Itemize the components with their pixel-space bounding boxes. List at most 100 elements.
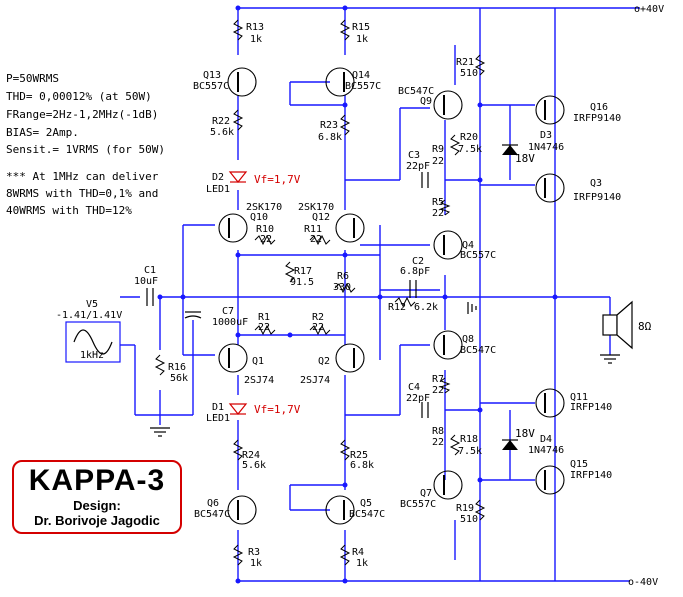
resistor-symbols [154, 19, 486, 566]
transistor-part: BC547C [460, 345, 496, 356]
resistor-value: 330 [333, 282, 351, 293]
resistor-value: 91.5 [290, 277, 314, 288]
diode-part: LED1 [206, 184, 230, 195]
source-value: -1.41/1.41V [56, 310, 122, 321]
brand-box: KAPPA-3 Design: Dr. Borivoje Jagodic [12, 460, 182, 534]
note-line: *** At 1MHz can deliver [6, 170, 159, 183]
spec-line: P=50WRMS [6, 72, 59, 85]
transistor-part: BC557C [193, 81, 229, 92]
signal-source-v5 [65, 321, 121, 363]
transistor-ref: Q15 [570, 459, 588, 470]
diode-part: 1N4746 [528, 142, 564, 153]
diode-vz: 18V [515, 427, 535, 440]
resistor-value: 6.8k [318, 132, 342, 143]
resistor-value: 22 [432, 156, 444, 167]
resistor-ref: R18 [460, 434, 478, 445]
resistor-value: 7.5k [458, 144, 482, 155]
resistor-ref: R3 [248, 547, 260, 558]
transistor-ref: Q11 [570, 392, 588, 403]
capacitor-ref: C3 [408, 150, 420, 161]
resistor-ref: R6 [337, 271, 349, 282]
transistor-part: 2SK170 [298, 202, 334, 213]
ground-symbols [150, 302, 620, 437]
transistor-ref: Q10 [250, 212, 268, 223]
resistor-ref: R13 [246, 22, 264, 33]
resistor-value: 1k [250, 558, 262, 569]
transistor-part: BC557C [345, 81, 381, 92]
transistor-ref: Q1 [252, 356, 264, 367]
transistor-ref: Q2 [318, 356, 330, 367]
transistor-part: BC547C [398, 86, 434, 97]
transistor-part: IRFP140 [570, 402, 612, 413]
transistor-ref: Q16 [590, 102, 608, 113]
resistor-value: 22 [312, 322, 324, 333]
resistor-ref: R16 [168, 362, 186, 373]
resistor-value: 56k [170, 373, 188, 384]
capacitor-value: 6.8pF [400, 266, 430, 277]
junctions [157, 5, 558, 584]
diode-ref: D4 [540, 434, 552, 445]
transistor-part: IRFP9140 [573, 113, 621, 124]
resistor-ref: R12 [388, 302, 406, 313]
brand-subtitle: Design: [73, 498, 121, 513]
source-ref: V5 [86, 299, 98, 310]
brand-author: Dr. Borivoje Jagodic [34, 513, 160, 528]
capacitor-value: 10uF [134, 276, 158, 287]
resistor-ref: R1 [258, 312, 270, 323]
resistor-value: 510 [460, 514, 478, 525]
transistor-part: BC547C [349, 509, 385, 520]
resistor-value: 510 [460, 68, 478, 79]
transistor-ref: Q5 [360, 498, 372, 509]
spec-line: FRange=2Hz-1,2MHz(-1dB) [6, 108, 158, 121]
resistor-value: 6.8k [350, 460, 374, 471]
resistor-ref: R7 [432, 374, 444, 385]
resistor-ref: R10 [256, 224, 274, 235]
resistor-ref: R21 [456, 57, 474, 68]
transistor-part: 2SJ74 [300, 375, 330, 386]
capacitor-value: 1000uF [212, 317, 248, 328]
diode-ref: D1 [212, 402, 224, 413]
load-label: 8Ω [638, 320, 652, 333]
resistor-ref: R8 [432, 426, 444, 437]
resistor-ref: R4 [352, 547, 364, 558]
spec-line: THD= 0,00012% (at 50W) [6, 90, 152, 103]
transistor-part: IRFP9140 [573, 192, 621, 203]
capacitor-ref: C1 [144, 265, 156, 276]
resistor-value: 5.6k [210, 127, 234, 138]
resistor-value: 1k [250, 34, 262, 45]
transistor-ref: Q7 [420, 488, 432, 499]
resistor-value: 5.6k [242, 460, 266, 471]
resistor-ref: R2 [312, 312, 324, 323]
resistor-ref: R5 [432, 197, 444, 208]
resistor-value: 7.5k [458, 446, 482, 457]
spec-line: Sensit.= 1VRMS (for 50W) [6, 143, 165, 156]
source-freq: 1kHz [80, 350, 104, 361]
diode-vf: Vf=1,7V [254, 173, 301, 186]
resistor-value: 22 [310, 234, 322, 245]
resistor-ref: R20 [460, 132, 478, 143]
diode-vf: Vf=1,7V [254, 403, 301, 416]
resistor-value: 1k [356, 34, 368, 45]
rail-pos-label: o+40V [634, 4, 664, 15]
capacitor-ref: C4 [408, 382, 420, 393]
diode-ref: D3 [540, 130, 552, 141]
transistor-ref: Q8 [462, 334, 474, 345]
resistor-value: 22 [432, 385, 444, 396]
resistor-ref: R15 [352, 22, 370, 33]
brand-title: KAPPA-3 [28, 464, 166, 497]
resistor-ref: R22 [212, 116, 230, 127]
note-line: 8WRMS with THD=0,1% and [6, 187, 158, 200]
resistor-value: 22 [258, 322, 270, 333]
transistor-part: 2SJ74 [244, 375, 274, 386]
resistor-value: 22 [432, 437, 444, 448]
resistor-value: 22 [260, 234, 272, 245]
transistor-symbols [218, 67, 565, 525]
resistor-ref: R11 [304, 224, 322, 235]
transistor-ref: Q4 [462, 240, 474, 251]
resistor-value: 6.2k [414, 302, 438, 313]
transistor-ref: Q6 [207, 498, 219, 509]
transistor-ref: Q14 [352, 70, 370, 81]
transistor-part: 2SK170 [246, 202, 282, 213]
capacitor-ref: C7 [222, 306, 234, 317]
